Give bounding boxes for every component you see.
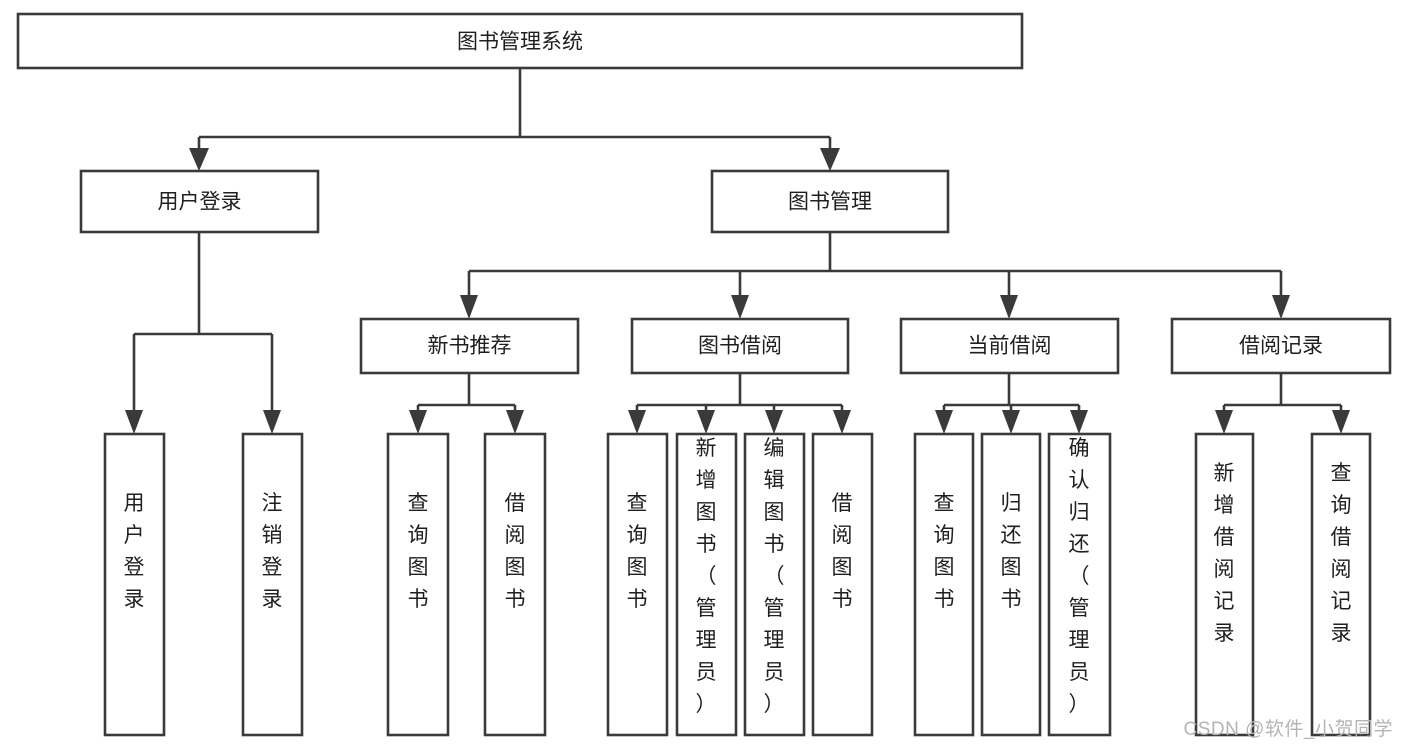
node-leaf-query-book-3-box[interactable] bbox=[913, 432, 975, 737]
node-leaf-borrow-book-2[interactable]: 借阅图书 bbox=[811, 432, 874, 737]
arrowhead-leaf-query-book-3 bbox=[935, 410, 953, 434]
node-new-book-rec-box[interactable] bbox=[359, 317, 580, 375]
node-leaf-add-record-label: 新增借阅记录 bbox=[1214, 462, 1235, 645]
node-leaf-return-book-label: 归还图书 bbox=[1001, 492, 1022, 611]
node-current-borrow-label: 当前借阅 bbox=[968, 335, 1052, 358]
node-current-borrow[interactable]: 当前借阅 bbox=[899, 317, 1120, 375]
arrowhead-leaf-confirm-return bbox=[1070, 410, 1088, 434]
node-new-book-rec[interactable]: 新书推荐 bbox=[359, 317, 580, 375]
arrowhead-leaf-borrow-book-2 bbox=[833, 410, 851, 434]
node-new-book-rec-label: 新书推荐 bbox=[428, 335, 512, 358]
node-leaf-user-login-box[interactable] bbox=[103, 432, 166, 737]
node-user-login-label: 用户登录 bbox=[158, 191, 242, 214]
node-leaf-confirm-return-label: 确认归还（管理员） bbox=[1069, 437, 1090, 716]
node-leaf-logout-label: 注销登录 bbox=[262, 492, 283, 611]
node-book-manage-label: 图书管理 bbox=[788, 191, 872, 214]
node-current-borrow-box[interactable] bbox=[899, 317, 1120, 375]
node-book-manage-box[interactable] bbox=[710, 169, 950, 234]
node-user-login-box[interactable] bbox=[79, 169, 320, 234]
arrowhead-leaf-borrow-book-1 bbox=[506, 410, 524, 434]
node-leaf-logout[interactable]: 注销登录 bbox=[241, 432, 304, 737]
node-leaf-add-book-label: 新增图书（管理员） bbox=[696, 437, 717, 716]
arrowhead-current-borrow bbox=[1000, 295, 1018, 319]
node-leaf-add-record[interactable]: 新增借阅记录 bbox=[1194, 432, 1255, 737]
arrowhead-book-borrow bbox=[731, 295, 749, 319]
node-borrow-record[interactable]: 借阅记录 bbox=[1170, 317, 1392, 375]
node-leaf-confirm-return[interactable]: 确认归还（管理员） bbox=[1047, 432, 1112, 737]
node-root-box[interactable] bbox=[16, 12, 1024, 70]
node-leaf-query-record[interactable]: 查询借阅记录 bbox=[1310, 432, 1372, 737]
node-leaf-query-book-2-box[interactable] bbox=[606, 432, 669, 737]
node-leaf-borrow-book-2-box[interactable] bbox=[811, 432, 874, 737]
connector-layer bbox=[125, 68, 1350, 434]
node-book-borrow[interactable]: 图书借阅 bbox=[630, 317, 850, 375]
node-borrow-record-box[interactable] bbox=[1170, 317, 1392, 375]
arrowhead-leaf-query-book-2 bbox=[628, 410, 646, 434]
node-leaf-return-book-box[interactable] bbox=[980, 432, 1042, 737]
node-leaf-query-book-1-label: 查询图书 bbox=[408, 492, 429, 611]
node-leaf-edit-book-box[interactable] bbox=[743, 432, 806, 737]
node-leaf-return-book[interactable]: 归还图书 bbox=[980, 432, 1042, 737]
node-leaf-borrow-book-1-box[interactable] bbox=[483, 432, 547, 737]
node-leaf-query-book-1-box[interactable] bbox=[386, 432, 450, 737]
node-leaf-query-book-2-label: 查询图书 bbox=[627, 492, 648, 611]
arrowhead-leaf-add-record bbox=[1215, 410, 1233, 434]
arrowhead-leaf-return-book bbox=[1002, 410, 1020, 434]
arrowhead-leaf-add-book bbox=[697, 410, 715, 434]
node-leaf-query-book-1[interactable]: 查询图书 bbox=[386, 432, 450, 737]
node-leaf-borrow-book-1[interactable]: 借阅图书 bbox=[483, 432, 547, 737]
node-leaf-user-login[interactable]: 用户登录 bbox=[103, 432, 166, 737]
node-book-borrow-box[interactable] bbox=[630, 317, 850, 375]
node-leaf-query-book-2[interactable]: 查询图书 bbox=[606, 432, 669, 737]
csdn-watermark: CSDN @软件_小贺同学 bbox=[1183, 719, 1393, 740]
node-borrow-record-label: 借阅记录 bbox=[1239, 335, 1323, 358]
node-user-login[interactable]: 用户登录 bbox=[79, 169, 320, 234]
arrowhead-user-login bbox=[189, 148, 209, 171]
node-leaf-query-book-3-label: 查询图书 bbox=[934, 492, 955, 611]
node-leaf-edit-book-label: 编辑图书（管理员） bbox=[764, 437, 785, 716]
node-book-manage[interactable]: 图书管理 bbox=[710, 169, 950, 234]
node-leaf-query-book-3[interactable]: 查询图书 bbox=[913, 432, 975, 737]
arrowhead-leaf-query-book-1 bbox=[409, 410, 427, 434]
arrowhead-leaf-edit-book bbox=[765, 410, 783, 434]
arrowhead-leaf-logout bbox=[263, 410, 281, 434]
node-leaf-add-book-box[interactable] bbox=[675, 432, 738, 737]
node-leaf-query-record-label: 查询借阅记录 bbox=[1331, 462, 1352, 645]
node-leaf-borrow-book-2-label: 借阅图书 bbox=[832, 492, 853, 611]
node-root[interactable]: 图书管理系统 bbox=[16, 12, 1024, 70]
node-leaf-logout-box[interactable] bbox=[241, 432, 304, 737]
arrowhead-borrow-record bbox=[1272, 295, 1290, 319]
node-leaf-user-login-label: 用户登录 bbox=[124, 492, 145, 611]
arrowhead-book-manage bbox=[820, 148, 840, 171]
arrowhead-new-book-rec bbox=[460, 295, 478, 319]
node-leaf-add-book[interactable]: 新增图书（管理员） bbox=[675, 432, 738, 737]
node-leaf-confirm-return-box[interactable] bbox=[1047, 432, 1112, 737]
arrowhead-leaf-user-login bbox=[125, 410, 143, 434]
node-leaf-borrow-book-1-label: 借阅图书 bbox=[505, 492, 526, 611]
node-leaf-edit-book[interactable]: 编辑图书（管理员） bbox=[743, 432, 806, 737]
node-leaf-query-record-box[interactable] bbox=[1310, 432, 1372, 737]
node-leaf-add-record-box[interactable] bbox=[1194, 432, 1255, 737]
node-book-borrow-label: 图书借阅 bbox=[698, 335, 782, 358]
node-root-label: 图书管理系统 bbox=[457, 31, 583, 54]
arrowhead-leaf-query-record bbox=[1332, 410, 1350, 434]
